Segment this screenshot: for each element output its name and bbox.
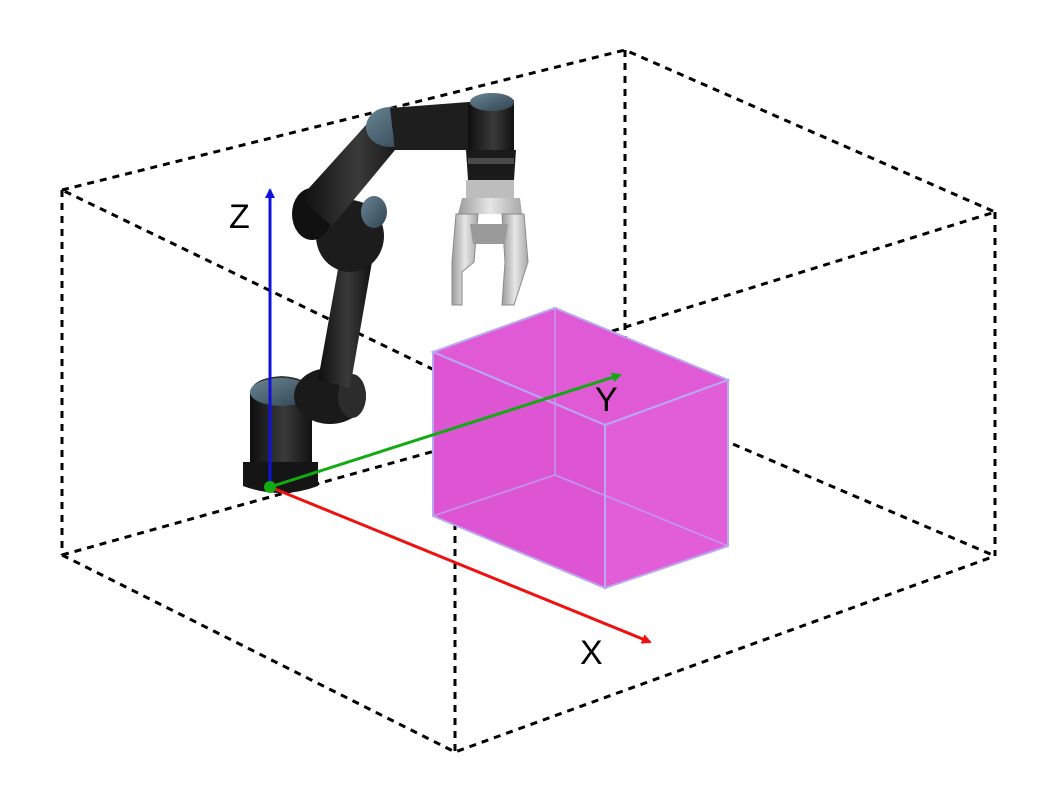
y-axis-label: Y xyxy=(595,381,618,419)
gripper xyxy=(451,180,529,306)
y-axis-arrow xyxy=(269,372,622,489)
z-axis-label: Z xyxy=(229,198,250,236)
target-box xyxy=(430,306,731,590)
robot-arm xyxy=(243,93,516,493)
x-axis-arrow xyxy=(269,485,652,644)
x-axis-label: X xyxy=(580,634,603,672)
workspace-bounding-box xyxy=(57,48,1000,754)
origin-point xyxy=(264,481,276,493)
